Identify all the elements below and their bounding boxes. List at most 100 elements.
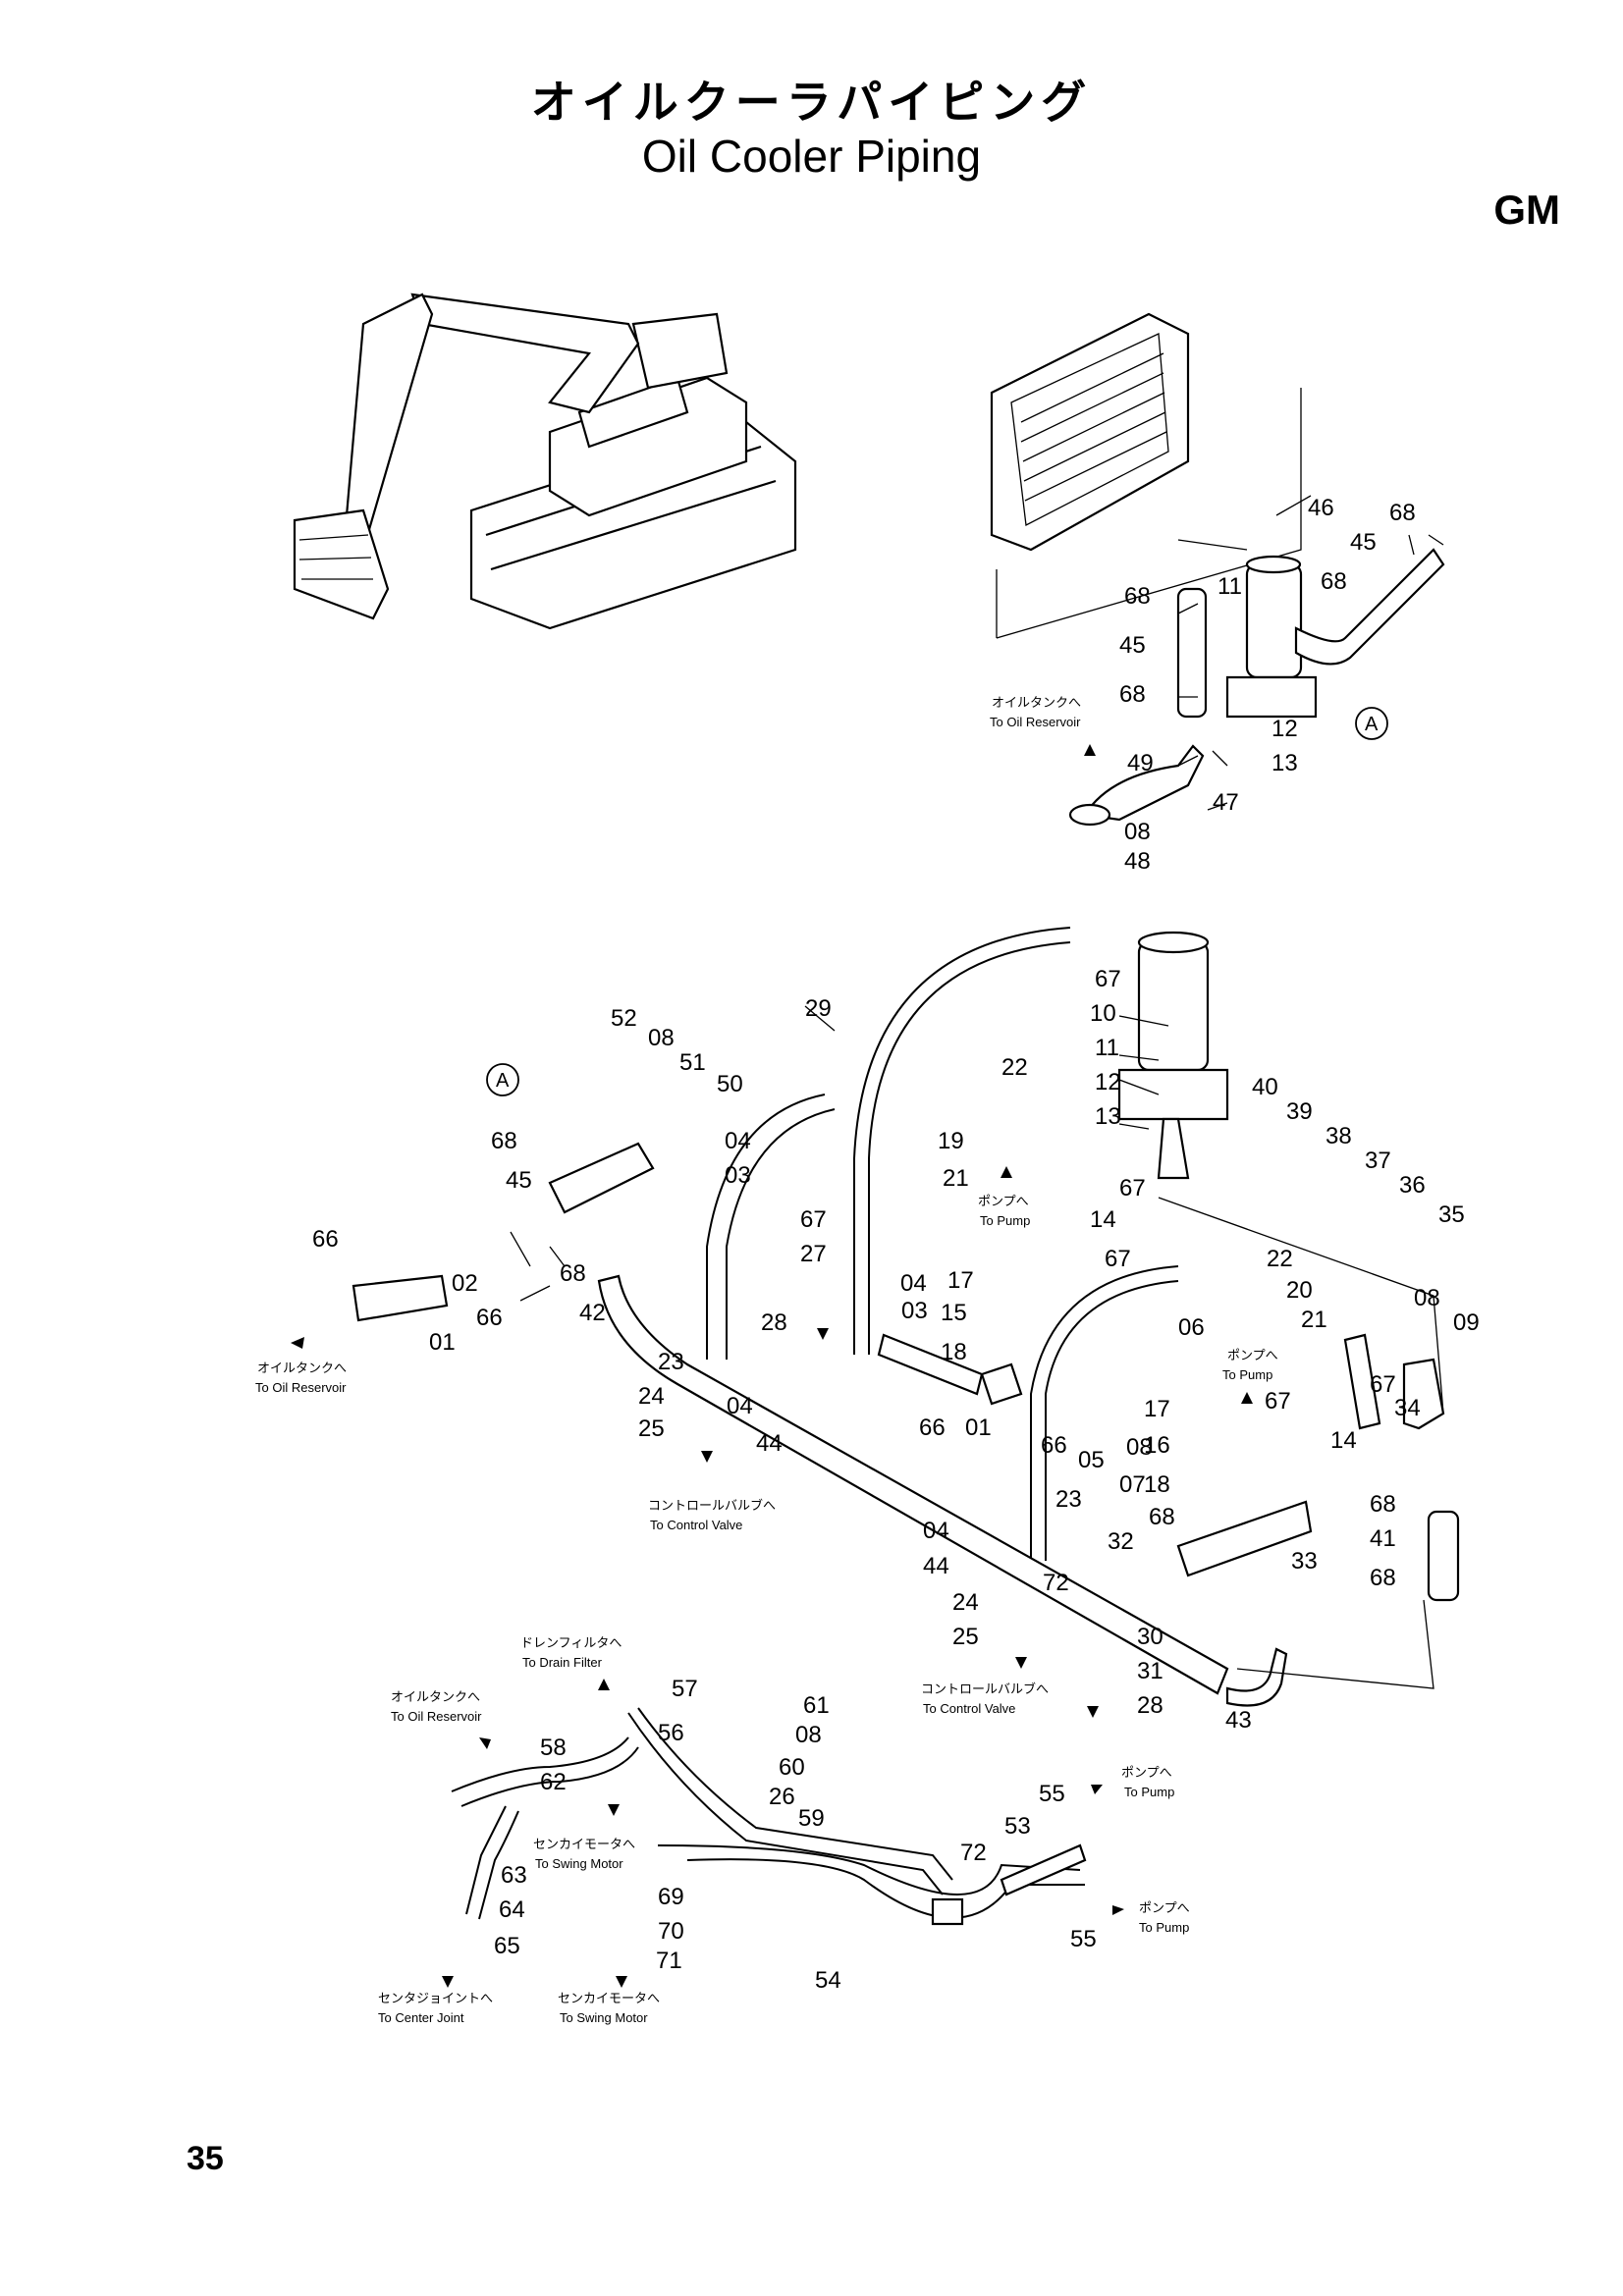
- arrow-down-icon: [608, 1804, 620, 1816]
- dest-center-joint-jp: センタジョイントへ: [378, 1992, 493, 2006]
- dest-oil-reservoir-jp: オイルタンクへ: [257, 1362, 347, 1376]
- dest-pump-jp: ポンプへ: [978, 1195, 1029, 1209]
- page-title-english: Oil Cooler Piping: [641, 131, 982, 182]
- dest-pump-en: To Pump: [980, 1213, 1030, 1228]
- part-number-67: 67: [1370, 1371, 1396, 1398]
- part-number-05: 05: [1078, 1447, 1105, 1473]
- leader-lines: [510, 495, 1444, 1302]
- part-number-65: 65: [494, 1933, 520, 1959]
- part-number-54: 54: [815, 1967, 841, 1994]
- part-number-63: 63: [501, 1862, 527, 1889]
- arrow-left-icon: [291, 1337, 304, 1349]
- dest-pump-jp: ポンプへ: [1121, 1766, 1172, 1781]
- part-number-24: 24: [952, 1589, 979, 1616]
- callout-markers: A A: [486, 707, 1388, 1096]
- part-number-62: 62: [540, 1769, 567, 1795]
- part-number-01: 01: [965, 1415, 992, 1441]
- arrow-down-icon: [442, 1976, 454, 1988]
- part-number-68: 68: [1389, 500, 1416, 526]
- dest-control-valve-jp: コントロールバルブへ: [648, 1498, 776, 1514]
- part-number-45: 45: [1350, 529, 1377, 556]
- part-number-06: 06: [1178, 1314, 1205, 1341]
- part-number-68: 68: [560, 1260, 586, 1287]
- dest-oil-reservoir-jp: オイルタンクへ: [992, 696, 1081, 711]
- excavator-illustration: [293, 293, 797, 630]
- dest-pump-jp: ポンプへ: [1139, 1901, 1190, 1916]
- part-number-61: 61: [803, 1692, 830, 1719]
- part-number-47: 47: [1213, 789, 1239, 816]
- part-number-45: 45: [1119, 632, 1146, 659]
- arrow-up-icon: [598, 1679, 610, 1690]
- part-number-44: 44: [756, 1430, 783, 1457]
- part-number-17: 17: [947, 1267, 974, 1294]
- part-number-14: 14: [1090, 1206, 1116, 1233]
- pipe-network: [352, 927, 1460, 1707]
- part-number-48: 48: [1124, 848, 1151, 875]
- dest-control-valve-en: To Control Valve: [923, 1701, 1015, 1716]
- part-number-20: 20: [1286, 1277, 1313, 1304]
- part-number-19: 19: [938, 1128, 964, 1154]
- part-number-03: 03: [725, 1162, 751, 1189]
- part-number-22: 22: [1267, 1246, 1293, 1272]
- part-number-33: 33: [1291, 1548, 1318, 1575]
- page-title-japanese: オイルクーラパイピング: [530, 76, 1093, 129]
- part-number-39: 39: [1286, 1098, 1313, 1125]
- arrow-up-icon: [1241, 1392, 1253, 1404]
- part-number-50: 50: [717, 1071, 743, 1097]
- dest-oil-reservoir-en: To Oil Reservoir: [391, 1709, 482, 1724]
- part-number-68: 68: [1370, 1491, 1396, 1518]
- arrow-left-icon: [479, 1737, 491, 1749]
- part-number-23: 23: [658, 1349, 684, 1375]
- part-number-53: 53: [1004, 1813, 1031, 1840]
- part-number-04: 04: [725, 1128, 751, 1154]
- arrow-up-icon: [1001, 1166, 1012, 1178]
- part-number-68: 68: [1370, 1565, 1396, 1591]
- dest-swing-motor-en: To Swing Motor: [535, 1856, 623, 1871]
- arrow-right-icon: [1112, 1905, 1124, 1915]
- part-number-12: 12: [1271, 716, 1298, 742]
- part-number-23: 23: [1055, 1486, 1082, 1513]
- part-number-68: 68: [491, 1128, 517, 1154]
- part-number-66: 66: [1041, 1432, 1067, 1459]
- callout-a-label: A: [496, 1070, 510, 1092]
- part-number-08: 08: [648, 1025, 675, 1051]
- part-number-59: 59: [798, 1805, 825, 1832]
- part-number-04: 04: [923, 1518, 949, 1544]
- part-number-18: 18: [1144, 1471, 1170, 1498]
- dest-swing-motor-jp: センカイモータへ: [533, 1838, 635, 1852]
- part-number-04: 04: [727, 1393, 753, 1419]
- main-filter-assembly: [1117, 931, 1229, 1180]
- part-number-38: 38: [1325, 1123, 1352, 1149]
- dest-pump-en: To Pump: [1124, 1785, 1174, 1799]
- part-number-67: 67: [1095, 966, 1121, 992]
- arrow-down-icon: [701, 1451, 713, 1463]
- part-number-41: 41: [1370, 1525, 1396, 1552]
- part-number-69: 69: [658, 1884, 684, 1910]
- part-number-17: 17: [1144, 1396, 1170, 1422]
- part-number-08: 08: [1126, 1434, 1153, 1461]
- part-number-42: 42: [579, 1300, 606, 1326]
- part-number-29: 29: [805, 995, 832, 1022]
- arrow-down-icon: [1015, 1657, 1027, 1669]
- part-number-28: 28: [761, 1309, 787, 1336]
- part-number-58: 58: [540, 1735, 567, 1761]
- part-number-72: 72: [960, 1840, 987, 1866]
- dest-control-valve-en: To Control Valve: [650, 1518, 742, 1532]
- part-number-09: 09: [1453, 1309, 1480, 1336]
- part-number-35: 35: [1438, 1201, 1465, 1228]
- part-number-68: 68: [1119, 681, 1146, 708]
- part-number-68: 68: [1321, 568, 1347, 595]
- part-number-labels: 46 68 45 68 68 11 45 68 12 13 49 47 08 4…: [312, 495, 1480, 1994]
- part-number-67: 67: [1119, 1175, 1146, 1201]
- part-number-67: 67: [1265, 1388, 1291, 1415]
- part-number-46: 46: [1308, 495, 1334, 521]
- part-number-31: 31: [1137, 1658, 1163, 1684]
- part-number-08: 08: [1124, 819, 1151, 845]
- part-number-18: 18: [941, 1339, 967, 1365]
- part-number-13: 13: [1271, 750, 1298, 776]
- part-number-60: 60: [779, 1754, 805, 1781]
- dest-drain-filter-en: To Drain Filter: [522, 1655, 603, 1670]
- top-filter-assembly: [1068, 548, 1445, 827]
- part-number-67: 67: [800, 1206, 827, 1233]
- drain-piping: [451, 1707, 1087, 1926]
